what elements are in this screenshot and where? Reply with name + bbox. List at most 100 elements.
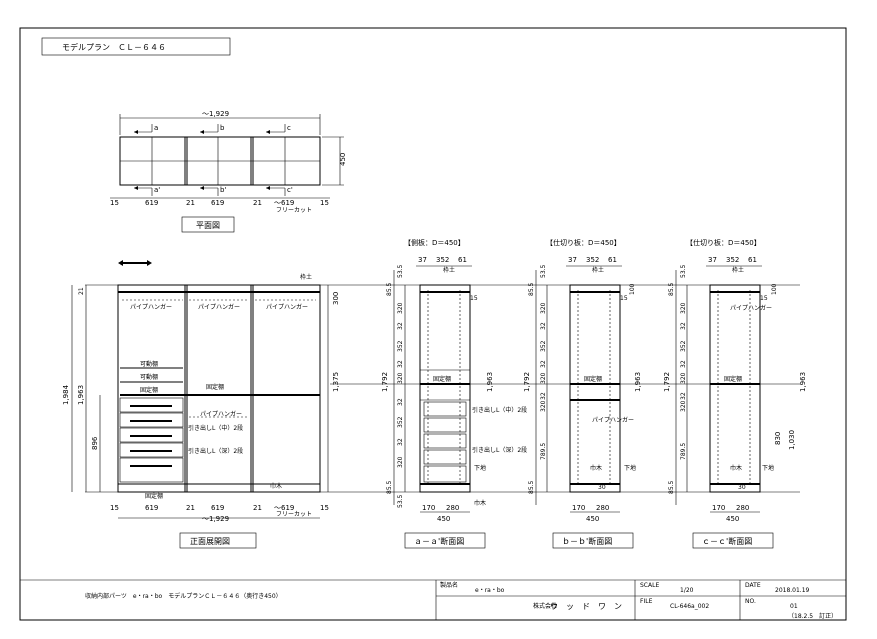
section-header-b: 【仕切り板：D＝450】 (546, 238, 621, 247)
title-block: 収納内部パーツ e・ra・bo モデルプランＣＬ－６４６（奥行き450） 製品名… (20, 579, 846, 620)
sec-c-v-789-5: 789.5 (680, 443, 687, 460)
sec-a-v-32c: 32 (397, 398, 404, 406)
section-c: 37 352 61 53.5 85.5 320 32 352 32 320 32… (663, 256, 807, 549)
front-post-label: 枠土 (300, 273, 312, 281)
sec-c-v-85-5b: 85.5 (668, 480, 675, 494)
sec-c-small-30: 30 (738, 484, 746, 491)
sec-b-label: ｂ－ｂ'断面図 (562, 536, 612, 546)
plan-dim-6: ～619 (274, 199, 294, 207)
sec-c-note-4: 巾木 (730, 464, 742, 472)
sec-a-v-85-5: 85.5 (386, 282, 393, 296)
sec-b-total-h: 1,792 (523, 372, 531, 392)
sec-b-top-352: 352 (586, 256, 599, 264)
sec-b-depth: 450 (586, 515, 599, 523)
front-dim-3: 21 (186, 504, 195, 512)
sec-c-top-37: 37 (708, 256, 717, 264)
sec-b-v-53-5: 53.5 (540, 264, 547, 278)
sec-a-v-320b: 320 (397, 372, 404, 384)
plan-marker-b-prime: b' (220, 186, 226, 194)
front-baseboard-label: 巾木 (270, 482, 282, 490)
sec-b-v-320a: 320 (540, 302, 547, 314)
tb-revision: （18.2.5 訂正） (788, 612, 837, 620)
front-view-label: 正面展開図 (190, 537, 230, 546)
plan-marker-c: c (287, 124, 291, 132)
sec-c-right-h2: 1,030 (788, 430, 796, 450)
front-shelf-label-5: 固定棚 (145, 492, 163, 500)
sec-c-v-352: 352 (680, 340, 687, 352)
sec-c-right-h: 1,963 (799, 372, 807, 392)
sheet-border (19, 27, 847, 621)
sec-a-top-352: 352 (436, 256, 449, 264)
sec-c-total-h: 1,792 (663, 372, 671, 392)
sec-b-note-4: 巾木 (590, 464, 602, 472)
sec-a-note-2: 引き出しL（深）2段 (472, 446, 527, 454)
sec-c-note-2: 固定棚 (724, 375, 742, 383)
plan-view-label: 平面図 (196, 221, 220, 230)
sec-b-bottom-170: 170 (572, 504, 585, 512)
front-right-300: 300 (332, 292, 340, 305)
plan-marker-b: b (220, 124, 225, 132)
front-drawer-label-1: 引き出しL（中）2段 (188, 424, 243, 432)
sec-c-bottom-280: 280 (736, 504, 749, 512)
title-box (41, 37, 231, 56)
sec-a-total-h: 1,792 (381, 372, 389, 392)
tb-product: e・ra・bo (475, 587, 505, 594)
sec-b-note-5: 下地 (624, 464, 636, 472)
plan-depth: 450 (339, 153, 347, 166)
sec-c-v-53-5: 53.5 (680, 264, 687, 278)
sec-a-note-1: 引き出しL（中）2段 (472, 406, 527, 414)
sec-b-note-1: パイプハンガー (592, 416, 634, 424)
front-height-1963: 1,963 (77, 385, 85, 405)
sec-c-bottom-170: 170 (712, 504, 725, 512)
sec-c-v-320b: 320 (680, 372, 687, 384)
sec-a-v-85-5b: 85.5 (386, 480, 393, 494)
tb-company-label: 株式会社 (533, 602, 557, 610)
sec-a-bottom-170: 170 (422, 504, 435, 512)
sec-b-v-352: 352 (540, 340, 547, 352)
sec-c-v-320c: 320 (680, 400, 687, 412)
sec-a-note-6: 固定棚 (433, 375, 451, 383)
front-pipe-label-3: パイプハンガー (266, 303, 308, 311)
sec-c-note-3: 枠土 (732, 266, 744, 274)
sec-a-v-32d: 32 (397, 438, 404, 446)
sec-a-v-32a: 32 (397, 322, 404, 330)
front-right-1375: 1,375 (332, 372, 340, 392)
front-pipe-label-4: パイプハンガー (200, 410, 242, 418)
sec-b-top-61: 61 (608, 256, 617, 264)
sec-b-bottom-280: 280 (596, 504, 609, 512)
tb-company: ウ ッ ド ワ ン (550, 602, 622, 611)
drawing-title: モデルプラン ＣＬ－６４６ (62, 42, 166, 52)
tb-date-label: DATE (745, 582, 761, 589)
tb-scale-label: SCALE (640, 582, 659, 589)
sec-b-v-320c: 320 (540, 400, 547, 412)
sec-c-label: ｃ－ｃ'断面図 (702, 536, 752, 546)
front-dim-1: 15 (110, 504, 119, 512)
sec-c-v-85-5: 85.5 (668, 282, 675, 296)
sec-b-small-15: 15 (620, 295, 628, 302)
sec-c-top-61: 61 (748, 256, 757, 264)
sec-a-label: ａ－ａ'断面図 (414, 536, 464, 546)
plan-marker-a: a (154, 124, 158, 132)
sec-b-note-3: 枠土 (592, 266, 604, 274)
sec-a-top-37: 37 (418, 256, 427, 264)
plan-dim-3: 21 (186, 199, 195, 207)
sec-a-right-h: 1,963 (486, 372, 494, 392)
sec-c-v-32c: 32 (680, 392, 687, 400)
sec-a-v-352b: 352 (397, 416, 404, 428)
sec-a-v-352a: 352 (397, 340, 404, 352)
sec-b-small-100: 100 (629, 283, 636, 295)
plan-dim-1: 15 (110, 199, 119, 207)
front-dim-6: ～619 (274, 504, 294, 512)
sec-a-bottom-280: 280 (446, 504, 459, 512)
tb-no: 01 (790, 603, 798, 610)
plan-overall-width: ～1,929 (202, 110, 229, 118)
front-shelf-label-1: 可動棚 (140, 360, 158, 368)
sec-b-v-85-5: 85.5 (528, 282, 535, 296)
front-shelf-label-2: 可動棚 (140, 373, 158, 381)
tb-file: CL-646a_002 (670, 603, 709, 610)
sec-a-v-320c: 320 (397, 456, 404, 468)
sec-b-v-789-5: 789.5 (540, 443, 547, 460)
front-dim-5: 21 (253, 504, 262, 512)
section-header-a: 【側板：D＝450】 (404, 238, 465, 247)
front-pipe-label-1: パイプハンガー (130, 303, 172, 311)
